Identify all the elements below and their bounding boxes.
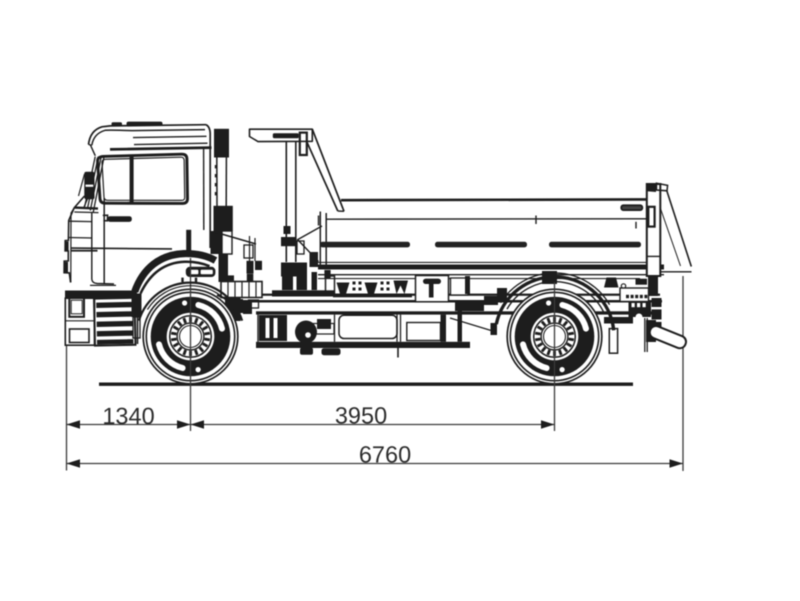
svg-text:1340: 1340 bbox=[102, 403, 154, 429]
svg-text:6760: 6760 bbox=[359, 442, 411, 468]
svg-text:3950: 3950 bbox=[335, 403, 387, 429]
